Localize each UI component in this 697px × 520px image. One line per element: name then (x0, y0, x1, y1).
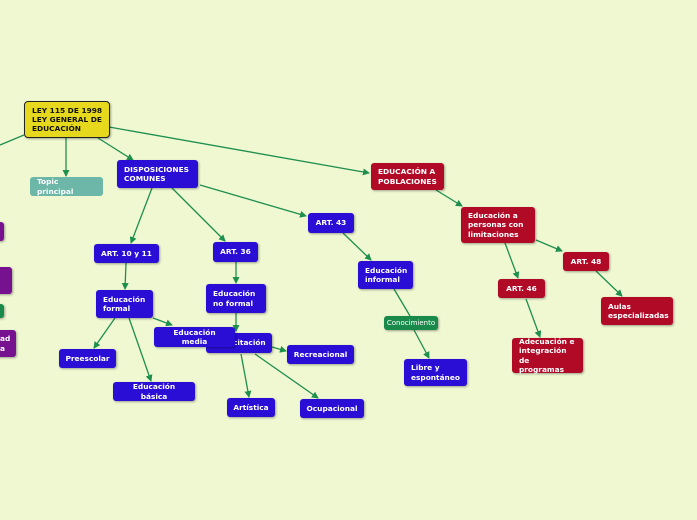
node-educacion-no-formal[interactable]: Educación no formal (206, 284, 266, 313)
node-art-10-11[interactable]: ART. 10 y 11 (94, 244, 159, 263)
connector-capacitacion-artistica (240, 353, 252, 398)
connector-art48-aulas (595, 270, 623, 297)
topic-node[interactable]: Topic principal (30, 177, 103, 196)
connector-art43-informal (342, 232, 372, 261)
connector-capacitacion-ocupacional (254, 353, 319, 399)
node-preescolar[interactable]: Preescolar (59, 349, 116, 368)
node-educacion-poblaciones[interactable]: EDUCACIÓN A POBLACIONES (371, 163, 444, 190)
connector-art10-formal (121, 262, 129, 290)
node-educacion-media[interactable]: Educación media (154, 327, 235, 347)
connector-root-disposiciones (97, 137, 134, 161)
connector-poblaciones-personas (435, 189, 463, 207)
node-art-48[interactable]: ART. 48 (563, 252, 609, 271)
connector-root-poblaciones (108, 126, 370, 176)
left-partial-node-4[interactable]: ad a (0, 330, 16, 357)
connector-art46-adecuacion (525, 298, 542, 338)
connector-personas-art46 (504, 242, 520, 279)
node-personas-limitaciones[interactable]: Educación a personas con limitaciones (461, 207, 535, 243)
node-art-43[interactable]: ART. 43 (308, 213, 354, 233)
connector-disposiciones-art10 (129, 187, 153, 244)
node-aulas-especializadas[interactable]: Aulas especializadas (601, 297, 673, 325)
connector-disposiciones-art36 (171, 187, 226, 242)
connector-informal-conocimiento (393, 288, 411, 317)
connector-root-left (0, 134, 25, 146)
connector-disposiciones-art43 (199, 184, 307, 218)
connector-personas-art48 (535, 239, 563, 252)
node-recreacional[interactable]: Recreacional (287, 345, 354, 364)
left-partial-node-3[interactable] (0, 304, 4, 318)
node-educacion-informal[interactable]: Educación informal (358, 261, 413, 289)
node-artistica[interactable]: Artística (227, 398, 275, 417)
node-libre-espontaneo[interactable]: Libre y espontáneo (404, 359, 467, 386)
connector-conocimiento-libre (413, 329, 430, 359)
root-node[interactable]: LEY 115 DE 1998 LEY GENERAL DE EDUCACIÓN (24, 101, 110, 138)
node-art-36[interactable]: ART. 36 (213, 242, 258, 262)
left-partial-node-1[interactable] (0, 222, 4, 241)
node-adecuacion-integracion[interactable]: Adecuación e integración de programas (512, 337, 583, 374)
node-art-46[interactable]: ART. 46 (498, 279, 545, 298)
connector-formal-media (152, 317, 173, 327)
connector-formal-preescolar (93, 317, 116, 349)
node-educacion-formal[interactable]: Educación formal (96, 290, 153, 318)
node-disposiciones-comunes[interactable]: DISPOSICIONES COMUNES (117, 160, 198, 188)
connector-formal-basica (128, 317, 153, 382)
node-ocupacional[interactable]: Ocupacional (300, 399, 364, 418)
connector-capacitacion-recreacional (271, 345, 287, 353)
node-educacion-basica[interactable]: Educación básica (113, 382, 195, 401)
left-partial-node-2[interactable] (0, 267, 12, 294)
node-conocimiento[interactable]: Conocimiento (384, 316, 438, 330)
